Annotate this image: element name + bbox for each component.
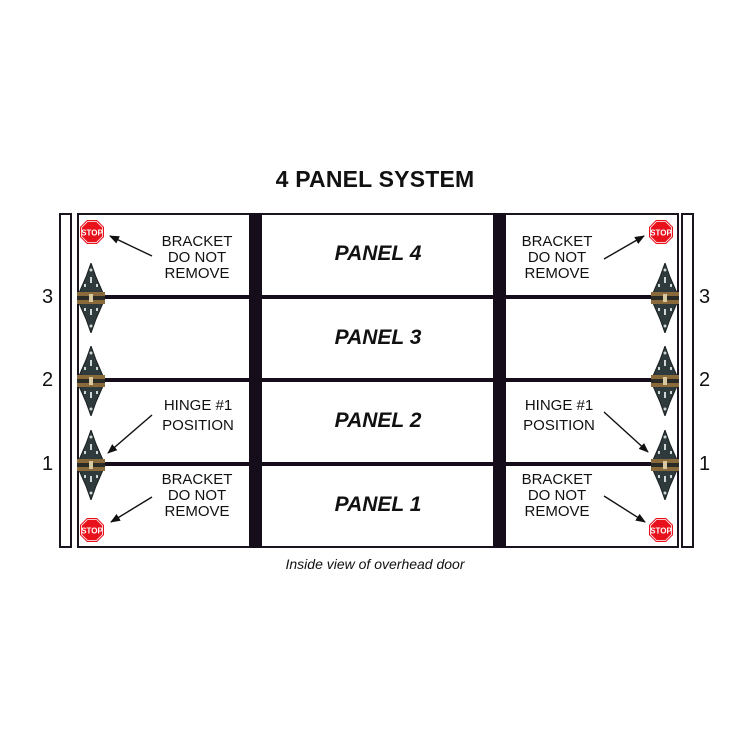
note-hinge-left: HINGE #1 POSITION [162, 397, 234, 434]
right-strut [493, 213, 506, 548]
note-bracket-top-right: BRACKET DO NOT REMOVE [521, 233, 593, 282]
left-strut [249, 213, 262, 548]
hinge-number-left-3: 3 [42, 286, 54, 308]
diagram-caption: Inside view of overhead door [285, 556, 465, 572]
panel-2-label: PANEL 2 [334, 409, 422, 432]
panel-divider-3 [78, 295, 678, 299]
hinge-number-right-1: 1 [699, 453, 711, 475]
note-hinge-right: HINGE #1 POSITION [523, 397, 595, 434]
panel-3-label: PANEL 3 [334, 326, 422, 349]
right-rail [681, 213, 694, 548]
note-bracket-bottom-left: BRACKET DO NOT REMOVE [161, 471, 233, 520]
panel-divider-2 [78, 378, 678, 382]
hinge-number-right-3: 3 [699, 286, 711, 308]
panel-1-label: PANEL 1 [334, 493, 422, 516]
diagram-title: 4 PANEL SYSTEM [275, 166, 475, 192]
hinge-number-right-2: 2 [699, 369, 711, 391]
note-bracket-bottom-right: BRACKET DO NOT REMOVE [521, 471, 593, 520]
left-rail [59, 213, 72, 548]
panel-divider-1 [78, 462, 678, 466]
hinge-number-left-1: 1 [42, 453, 54, 475]
note-bracket-top-left: BRACKET DO NOT REMOVE [161, 233, 233, 282]
hinge-number-left-2: 2 [42, 369, 54, 391]
panel-4-label: PANEL 4 [334, 242, 422, 265]
